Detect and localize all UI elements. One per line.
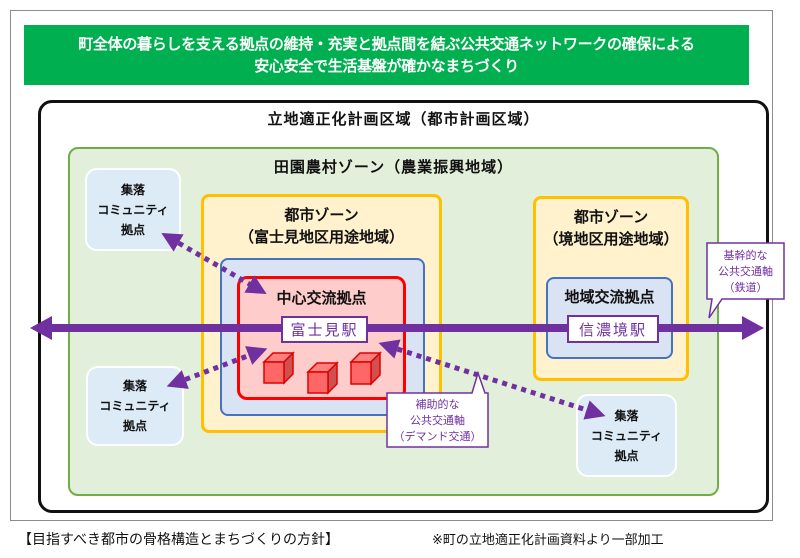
callout-rail-text: 基幹的な 公共交通軸 （鉄道）: [707, 244, 784, 299]
central-hub-title: 中心交流拠点: [276, 289, 367, 307]
village-label: コミュニティ: [97, 202, 169, 217]
callout-line: 基幹的な: [723, 248, 768, 262]
urban-zone-fujimi-title: 都市ゾーン （富士見地区用途地域）: [201, 204, 442, 248]
demand-line-top-left: [161, 232, 267, 295]
callout-line: （鉄道）: [723, 280, 768, 294]
regional-hub-title: 地域交流拠点: [564, 288, 655, 306]
banner-line-2: 安心安全で生活基盤が確かなまちづくり: [254, 57, 519, 75]
callout-line: 補助的な: [415, 397, 460, 411]
village-hub-top-left: 集落 コミュニティ 拠点: [85, 168, 181, 251]
rail-axis: [30, 316, 764, 340]
policy-banner: 町全体の暮らしを支える拠点の維持・充実と拠点間を結ぶ公共交通ネットワークの確保に…: [24, 25, 749, 85]
rail-arrow-left-icon: [30, 316, 52, 340]
banner-line-1: 町全体の暮らしを支える拠点の維持・充実と拠点間を結ぶ公共交通ネットワークの確保に…: [78, 35, 695, 53]
station-fujimi: 富士見駅: [281, 316, 368, 343]
village-hub-bottom-right: 集落 コミュニティ 拠点: [576, 394, 677, 477]
building-cube-icon: [262, 351, 295, 385]
building-cube-icon: [306, 361, 339, 395]
demand-line-right: [378, 339, 606, 420]
station-shinano-sakai: 信濃境駅: [567, 315, 659, 343]
building-cube-icon: [349, 351, 382, 386]
village-label: 拠点: [120, 222, 145, 237]
urban-zone-sakai-title: 都市ゾーン （境地区用途地域）: [533, 206, 689, 250]
demand-line-bottom-left: [166, 346, 268, 389]
village-label: 拠点: [122, 419, 147, 433]
rail-line: [50, 324, 744, 332]
callout-line: 公共交通軸: [718, 264, 773, 278]
rural-zone-title: 田園農村ゾーン（農業振興地域）: [273, 158, 514, 176]
callout-line: （デマンド交通）: [393, 429, 482, 443]
village-label: コミュニティ: [99, 399, 171, 413]
village-label: 集落: [614, 408, 639, 423]
urban-zone-title: 都市ゾーン: [284, 206, 359, 224]
source-note: ※町の立地適正化計画資料より一部加工: [432, 533, 664, 548]
plan-area-title: 立地適正化計画区域（都市計画区域）: [267, 110, 540, 128]
village-label: 拠点: [614, 448, 639, 463]
urban-zone-subtitle: （境地区用途地域）: [543, 230, 679, 248]
rail-arrow-right-icon: [742, 316, 764, 340]
callout-rail-bubble: [706, 242, 785, 319]
callout-demand-bubble: [386, 370, 489, 448]
urban-zone-title: 都市ゾーン: [573, 208, 649, 226]
urban-zone-subtitle: （富士見地区用途地域）: [238, 228, 404, 246]
figure-caption: 【目指すべき都市の骨格構造とまちづくりの方針】: [18, 532, 340, 548]
village-label: コミュニティ: [590, 428, 663, 443]
callout-line: 公共交通軸: [410, 413, 465, 427]
village-label: 集落: [122, 379, 147, 393]
callout-demand-text: 補助的な 公共交通軸 （デマンド交通）: [387, 394, 488, 447]
village-label: 集落: [120, 182, 145, 197]
